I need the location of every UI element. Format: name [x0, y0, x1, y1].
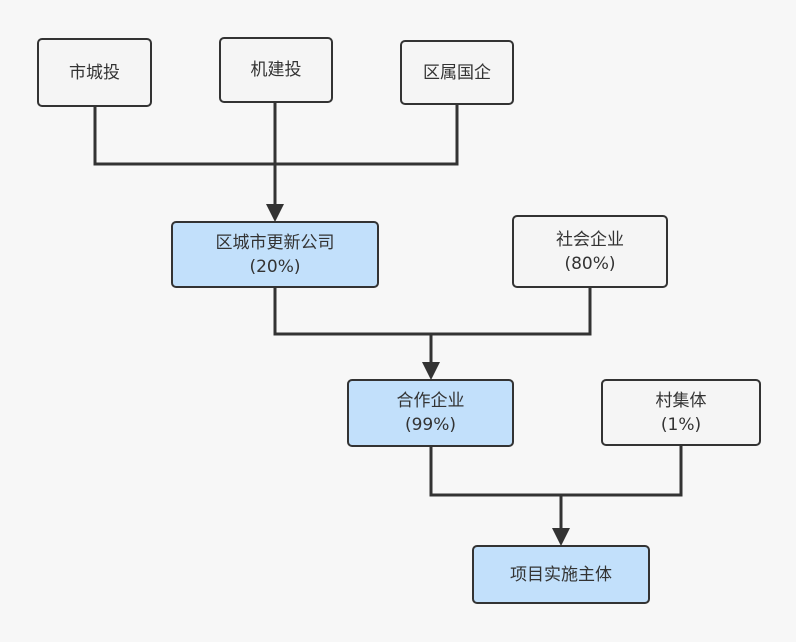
connector-qu-cheng-shi [273, 287, 592, 336]
node-cun-ji-ti: 村集体 (1%) [601, 379, 761, 446]
node-she-hui-qi-ye: 社会企业 (80%) [512, 215, 668, 288]
connector-shi-cheng-tou [93, 106, 275, 166]
node-label: 项目实施主体 [510, 564, 612, 585]
node-share: (1%) [660, 414, 702, 435]
node-label: 村集体 [655, 390, 707, 411]
node-xiang-mu-zhu-ti: 项目实施主体 [472, 545, 650, 604]
node-ji-jian-tou: 机建投 [219, 37, 333, 103]
node-qu-shu-guo-qi: 区属国企 [400, 40, 514, 105]
node-he-zuo-qi-ye: 合作企业 (99%) [347, 379, 514, 447]
node-label: 社会企业 [556, 229, 624, 250]
node-label: 合作企业 [396, 391, 465, 411]
connector-he-zuo [429, 445, 683, 497]
node-label: 机建投 [250, 60, 302, 80]
node-qu-cheng-shi-gengxin: 区城市更新公司 (20%) [171, 221, 379, 288]
node-label: 市城投 [69, 62, 120, 83]
node-share: (20%) [249, 256, 301, 277]
connector-qu-shu-guo-qi [275, 104, 459, 166]
arrow-head-3 [552, 528, 570, 546]
node-shi-cheng-tou: 市城投 [37, 38, 152, 107]
node-label: 区属国企 [423, 62, 491, 83]
node-share: (99%) [404, 415, 457, 435]
node-share: (80%) [564, 253, 616, 274]
arrow-head-1 [266, 204, 284, 222]
arrow-head-2 [422, 362, 440, 380]
node-label: 区城市更新公司 [215, 232, 335, 253]
